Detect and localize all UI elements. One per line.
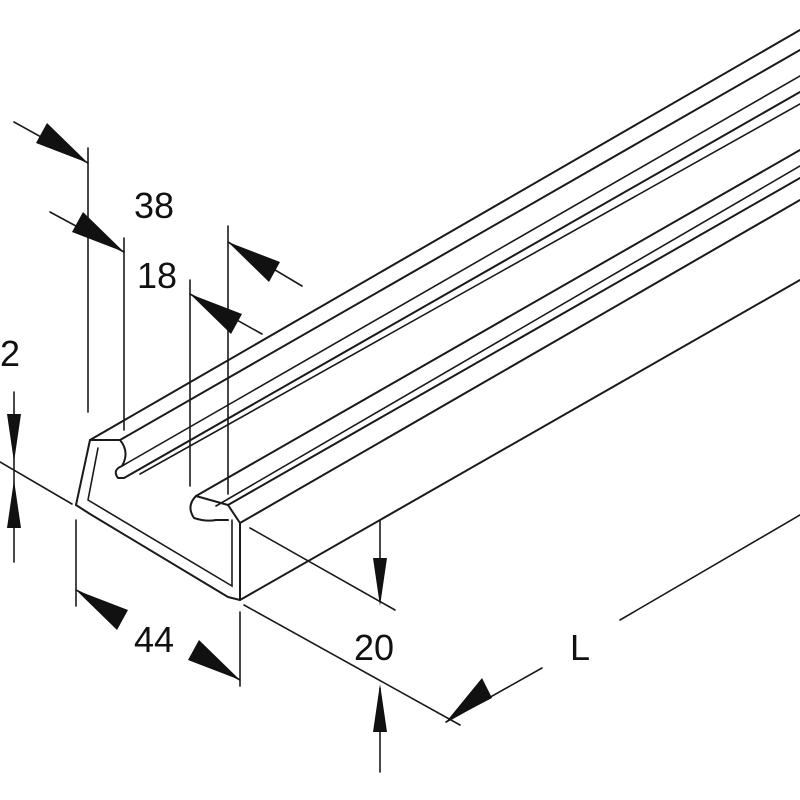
dimension-18-label: 18 [137, 255, 177, 296]
arrow-44-left [76, 590, 128, 630]
arrow-2-bottom [7, 480, 21, 528]
dimension-labels: 38 18 2 44 20 L [0, 185, 590, 668]
dimension-L-label: L [570, 627, 590, 668]
arrow-20-bottom [373, 684, 387, 732]
arrow-L-left [446, 678, 492, 722]
dimension-leaders [13, 121, 543, 773]
arrow-18-right [228, 242, 280, 282]
rail-body-lines [89, 29, 800, 621]
arrow-18-left [190, 294, 242, 334]
arrow-44-right [188, 640, 240, 680]
arrow-20-top [373, 558, 387, 606]
arrow-38-left [36, 123, 88, 163]
dimension-arrows [7, 123, 492, 732]
arrow-38-right [72, 212, 124, 252]
dimension-44-label: 44 [134, 619, 174, 660]
dimension-20-label: 20 [354, 627, 394, 668]
dimension-2-label: 2 [0, 333, 20, 374]
arrow-2-top [7, 414, 21, 462]
extension-lines [0, 147, 461, 726]
dimension-38-label: 38 [134, 185, 174, 226]
